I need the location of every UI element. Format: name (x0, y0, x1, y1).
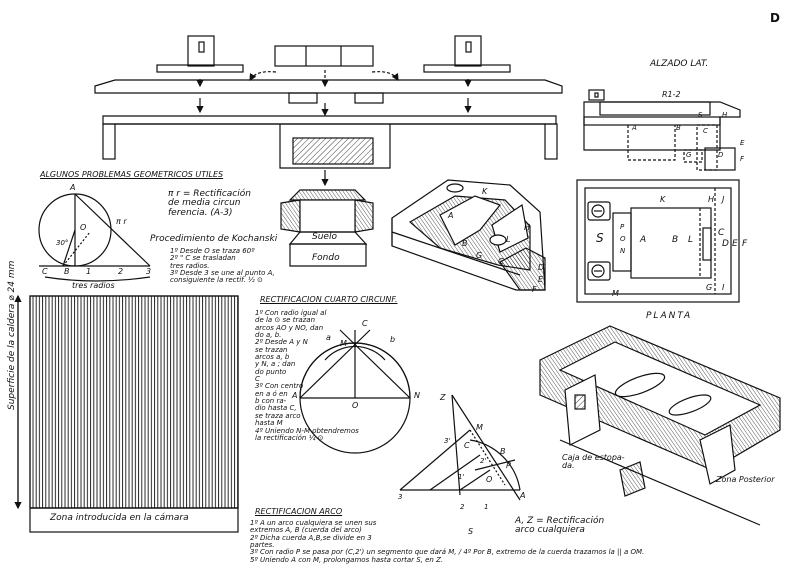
arc-title: RECTIFICACION ARCO (255, 507, 343, 516)
arc-label: Z (440, 393, 446, 402)
box-unfolding (280, 170, 374, 267)
kochanski-label: 1 (86, 267, 92, 276)
plan-letter: F (742, 239, 748, 249)
plan-letter: P (620, 223, 625, 231)
quarter-label: N (414, 391, 420, 400)
arc-label: M (476, 423, 483, 432)
iso-letter: C (498, 257, 504, 266)
quarter-label: A (292, 391, 298, 400)
kochanski-title: Procedimiento de Kochanski (150, 234, 278, 244)
elev-letter: C (703, 127, 708, 135)
arc-label: C (464, 441, 470, 450)
arc-label: 2 (460, 503, 465, 511)
kochanski-label: O (80, 223, 87, 232)
chamber-zone-label: Zona introducida en la cámara (50, 513, 189, 523)
front-elevation (94, 35, 563, 169)
iso-letter: K (482, 187, 488, 196)
elev-letter: A (632, 124, 637, 132)
kochanski-label: 2 (118, 267, 124, 276)
arc-steps: 1º A un arco cualquiera se unen sus extr… (250, 519, 645, 564)
plan-letter: E (732, 239, 738, 249)
kochanski-steps: 1º Desde O se traza 60º 2º " C se trasla… (170, 247, 275, 285)
kochanski-label: 30° (56, 239, 69, 247)
elev-letter: R1-2 (662, 90, 681, 99)
plan-letter: K (660, 195, 666, 204)
plan-letter: I (722, 283, 725, 292)
arc-label: S (468, 527, 474, 536)
pi-formula: π r = Rectificación de media circun fere… (168, 189, 251, 218)
isometric-firebox (391, 179, 546, 291)
plan-letter: S (596, 231, 604, 245)
kochanski-label: C (42, 267, 48, 276)
plan-letter: A (640, 235, 647, 245)
iso-letter: G (476, 251, 483, 260)
plan-letter: H (708, 195, 715, 204)
iso-letter: F (532, 285, 537, 294)
iso-letter: A (448, 211, 454, 220)
plan-letter: L (688, 235, 694, 245)
plan-letter: B (672, 235, 679, 245)
arc-label: P (506, 461, 511, 470)
plan-letter: J (722, 195, 725, 204)
side-elevation-title: ALZADO LAT. (650, 59, 709, 69)
elev-letter: H (722, 111, 728, 119)
iso-letter: B (462, 239, 468, 248)
elev-letter: E (740, 139, 745, 147)
elev-letter: F (740, 155, 745, 163)
elev-letter: G (686, 151, 692, 159)
iso-letter: E (538, 275, 544, 284)
rear-zone-label: Zona Posterior (716, 475, 775, 484)
fondo-label: Fondo (312, 253, 340, 263)
arc-rectification-construction (399, 394, 521, 501)
side-elevation (583, 89, 741, 171)
problems-title: ALGUNOS PROBLEMAS GEOMETRICOS UTILES (40, 170, 224, 179)
plan-letter: G (706, 283, 713, 292)
plan-letter: N (620, 247, 626, 255)
plan-letter: D (722, 239, 729, 249)
kochanski-construction (38, 193, 151, 282)
elev-letter: S (698, 111, 703, 119)
quarter-circ-steps: 1º Con radio igual al de la ⊙ se trazan … (255, 309, 359, 442)
quarter-label: a (326, 333, 331, 342)
plan-view (576, 179, 740, 303)
three-radii-label: tres radios (72, 281, 115, 290)
elev-letter: D (718, 151, 724, 159)
boiler-surface (14, 294, 239, 533)
quarter-circle-construction (299, 329, 411, 454)
arc-label: 1' (458, 473, 465, 481)
quarter-circ-title: RECTIFICACION CUARTO CIRCUNF. (260, 295, 398, 304)
arc-label: O (486, 475, 493, 484)
arc-result: A, Z = Rectificación arco cualquiera (515, 516, 605, 536)
arc-label: 1 (484, 503, 489, 511)
quarter-label: O (352, 401, 359, 410)
kochanski-label: 3 (146, 267, 152, 276)
quarter-label: M (340, 339, 347, 348)
arc-label: 3' (444, 437, 451, 445)
kochanski-label: π r (116, 217, 127, 226)
boiler-surface-label: Superficie de la caldera ⌀ 24 mm (7, 260, 17, 410)
elev-letter: B (676, 124, 681, 132)
plan-letter: M (612, 289, 619, 298)
iso-letter: D (538, 263, 545, 272)
plan-title: PLANTA (646, 311, 693, 321)
stuffing-box-label: Caja de estopa- da. (562, 453, 625, 471)
plan-letter: O (620, 235, 626, 243)
iso-letter: H (524, 223, 531, 232)
kochanski-label: B (64, 267, 70, 276)
arc-label: A (520, 491, 526, 500)
quarter-label: C (362, 319, 368, 328)
suelo-label: Suelo (312, 232, 337, 242)
plan-letter: C (718, 228, 725, 238)
kochanski-label: A (70, 183, 76, 192)
arc-label: B (500, 447, 506, 456)
sheet-letter: D (770, 11, 780, 25)
arc-label: 2' (480, 457, 487, 465)
iso-letter: L (506, 235, 511, 244)
arc-label: 3 (398, 493, 403, 501)
isometric-frame (539, 325, 781, 526)
quarter-label: b (390, 335, 396, 344)
